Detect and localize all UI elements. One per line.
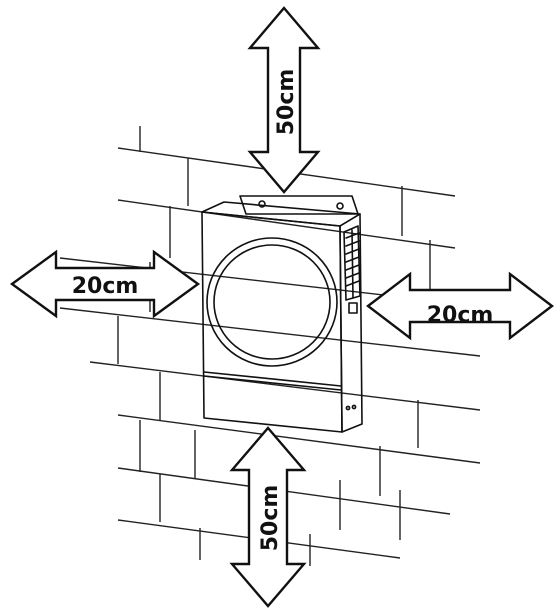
- clearance-label-bottom: 50cm: [258, 485, 283, 552]
- display-ring-outer: [206, 237, 338, 367]
- clearance-arrow-left: 20cm: [9, 249, 201, 319]
- clearance-label-right: 20cm: [427, 303, 494, 328]
- clearance-label-top: 50cm: [274, 69, 299, 136]
- side-screw-2: [351, 404, 357, 410]
- mounting-hole-right: [336, 202, 344, 210]
- side-switch: [348, 302, 358, 314]
- inverter-front-divider: [203, 371, 342, 387]
- side-vent-grid: [343, 225, 361, 301]
- inverter-unit: [201, 195, 363, 433]
- clearance-label-left: 20cm: [72, 274, 139, 299]
- mounting-hole-left: [258, 200, 266, 208]
- clearance-arrow-top: 50cm: [247, 6, 321, 194]
- side-screw-1: [345, 405, 351, 411]
- display-ring-inner: [213, 244, 331, 360]
- clearance-arrow-bottom: 50cm: [229, 426, 307, 608]
- clearance-arrow-right: 20cm: [366, 271, 554, 341]
- inverter-front-face: [201, 211, 343, 433]
